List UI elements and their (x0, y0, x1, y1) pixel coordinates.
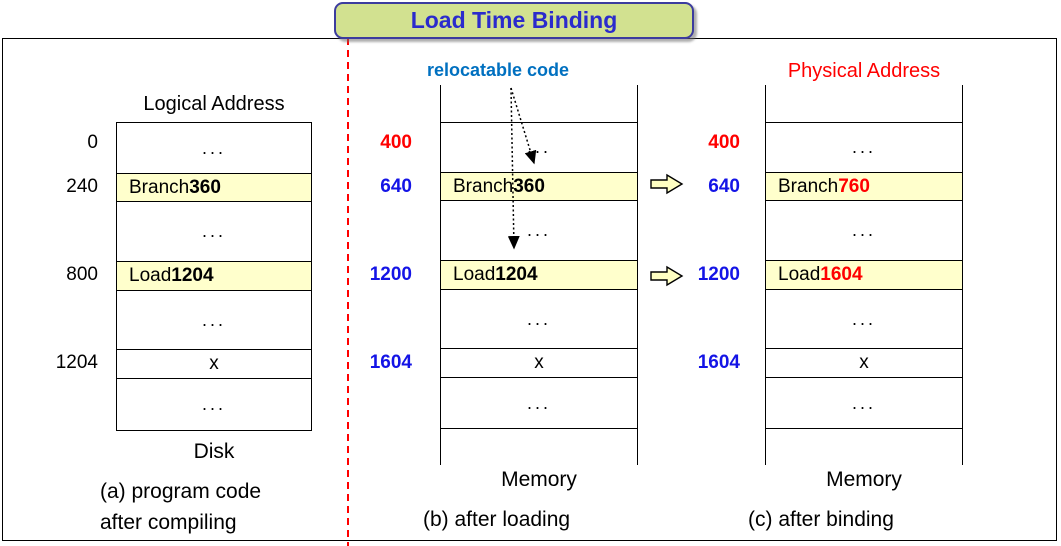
table-row-x: x (441, 348, 637, 377)
table-row: ... (766, 200, 962, 260)
row-text: ... (851, 220, 876, 240)
row-text: ... (526, 220, 551, 240)
table-row: ... (441, 377, 637, 429)
row-text: Branch (453, 175, 514, 197)
physical-address-label: Physical Address (787, 60, 941, 82)
caption-a-line2: after compiling (100, 511, 237, 534)
address-label: 800 (66, 264, 98, 285)
row-text: ... (526, 392, 551, 413)
row-value: 1204 (171, 265, 214, 286)
table-row: ... (441, 200, 637, 260)
row-value: 1204 (495, 264, 538, 285)
address-label: 240 (66, 176, 98, 197)
disk-caption: Disk (193, 440, 235, 463)
row-text: Load (453, 264, 496, 285)
open-memory-region (766, 85, 962, 122)
disk-table: ... Branch 360 ... Load 1204 ... x ... (116, 122, 312, 431)
row-value: 360 (513, 175, 545, 197)
table-row: ... (117, 290, 311, 349)
address-label: 1200 (369, 264, 412, 285)
table-row-branch: Branch 360 (441, 172, 637, 200)
table-row: ... (766, 289, 962, 348)
address-label: 1604 (697, 352, 740, 373)
address-label: 1204 (55, 352, 98, 373)
table-row: ... (766, 377, 962, 429)
address-label: 400 (380, 132, 412, 153)
row-text: x (859, 352, 869, 373)
caption-c: (c) after binding (748, 508, 894, 531)
memory-table-after-loading: ... Branch 360 ... Load 1204 ... x ... (440, 85, 638, 465)
row-text: Load (129, 265, 172, 286)
caption-a-line1: (a) program code (100, 480, 262, 503)
page-title: Load Time Binding (410, 7, 618, 33)
row-text: ... (851, 137, 876, 157)
row-text: ... (201, 137, 226, 158)
logical-address-label: Logical Address (143, 93, 285, 115)
table-row: ... (117, 201, 311, 261)
row-value: 1604 (820, 264, 863, 285)
row-text: Branch (129, 176, 190, 198)
row-text: ... (526, 308, 551, 329)
memory-caption: Memory (501, 468, 577, 491)
table-row-load: Load 1204 (441, 260, 637, 289)
row-text: Branch (778, 175, 839, 197)
row-text: ... (851, 308, 876, 329)
table-row-branch: Branch 360 (117, 173, 311, 201)
address-label: 640 (380, 176, 412, 197)
title-box: Load Time Binding (334, 2, 694, 39)
memory-caption: Memory (826, 468, 902, 491)
row-text: x (534, 352, 544, 373)
table-row-x: x (117, 349, 311, 378)
address-label: 1604 (369, 352, 412, 373)
table-row-branch: Branch 760 (766, 172, 962, 200)
table-row: ... (117, 123, 311, 173)
row-text: ... (201, 221, 226, 241)
relocatable-code-label: relocatable code (427, 60, 570, 80)
table-row-load: Load 1604 (766, 260, 962, 289)
table-row: ... (117, 378, 311, 430)
table-row: ... (441, 122, 637, 172)
row-text: x (209, 353, 219, 374)
row-value: 360 (189, 176, 221, 198)
table-row: ... (766, 122, 962, 172)
row-text: ... (526, 137, 551, 157)
caption-b: (b) after loading (423, 508, 571, 531)
table-row: ... (441, 289, 637, 348)
address-label: 400 (708, 132, 740, 153)
table-row-x: x (766, 348, 962, 377)
row-text: Load (778, 264, 821, 285)
row-text: ... (201, 309, 226, 330)
table-row-load: Load 1204 (117, 261, 311, 290)
row-value: 760 (838, 175, 870, 197)
row-text: ... (851, 392, 876, 413)
open-memory-region (441, 85, 637, 122)
row-text: ... (201, 394, 226, 414)
memory-table-after-binding: ... Branch 760 ... Load 1604 ... x ... (765, 85, 963, 465)
address-label: 1200 (697, 264, 740, 285)
address-label: 640 (708, 176, 740, 197)
address-label: 0 (87, 132, 98, 153)
